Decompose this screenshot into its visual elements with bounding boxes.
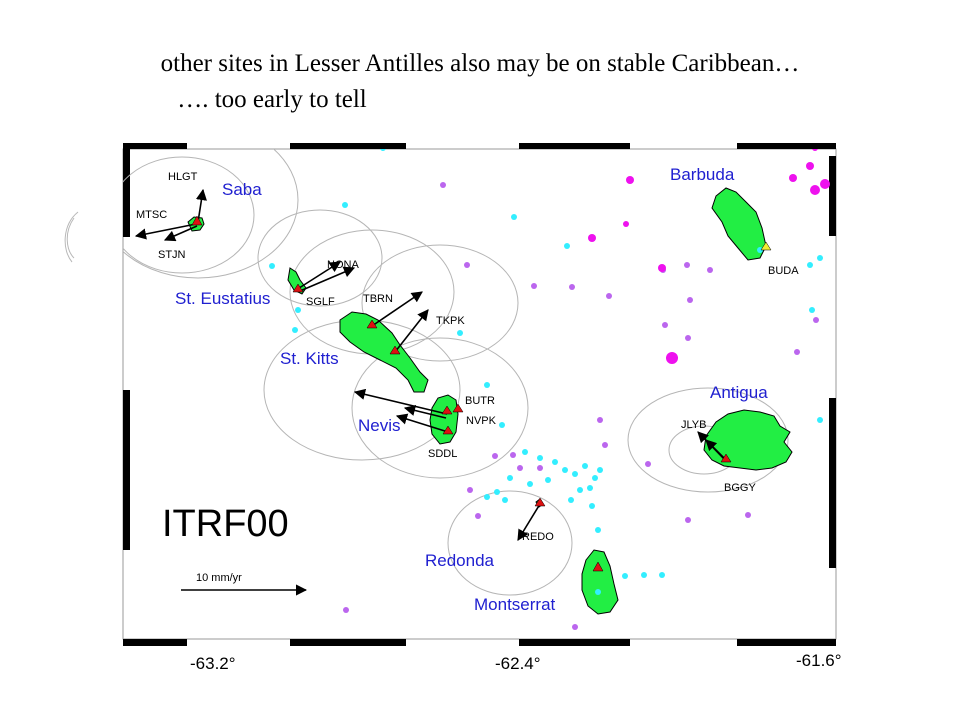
label-saba: Saba — [222, 180, 262, 199]
redo-vector — [517, 503, 541, 541]
scale-label: 10 mm/yr — [196, 572, 242, 584]
slide-title-line-1: other sites in Lesser Antilles also may … — [160, 50, 800, 77]
label-sglf: SGLF — [306, 296, 335, 308]
st-kitts-landmass — [339, 311, 429, 393]
label-stjn: STJN — [158, 249, 186, 261]
reference-frame-label: ITRF00 — [162, 503, 289, 545]
label-nevis: Nevis — [358, 416, 401, 435]
tbrn-vector — [371, 291, 423, 327]
tick-lon-1: -63.2° — [190, 654, 236, 673]
mtsc-vector — [134, 223, 197, 240]
velocity-scale: 10 mm/yr — [181, 572, 308, 596]
tkpk-vector — [394, 309, 429, 353]
redo-site-marker — [534, 497, 546, 507]
island-labels: Saba Barbuda St. Eustatius St. Kitts Nev… — [175, 165, 768, 614]
label-butr: BUTR — [465, 395, 495, 407]
label-tkpk: TKPK — [436, 315, 465, 327]
label-montserrat: Montserrat — [474, 595, 556, 614]
montserrat-site-marker — [592, 561, 604, 572]
hlgt-vector — [195, 188, 207, 223]
velocity-vectors — [134, 188, 726, 541]
label-tbrn: TBRN — [363, 293, 393, 305]
label-sddl: SDDL — [428, 448, 457, 460]
label-antigua: Antigua — [710, 383, 768, 402]
gps-site-markers — [191, 215, 772, 572]
site-labels: HLGT MTSC STJN NONA SGLF TBRN TKPK BUTR … — [136, 171, 799, 543]
sglf-site-marker — [292, 283, 304, 293]
butr-vector — [353, 388, 448, 415]
sddl-site-marker — [442, 425, 454, 435]
seismicity-purple — [343, 182, 819, 630]
label-hlgt: HLGT — [168, 171, 198, 183]
butr-site-marker — [441, 405, 453, 415]
label-redo: REDO — [522, 531, 554, 543]
label-jlyb: JLYB — [681, 419, 706, 431]
sglf-vector — [299, 266, 356, 292]
nvpk-site-marker — [452, 403, 464, 413]
label-st-kitts: St. Kitts — [280, 349, 339, 368]
barbuda-landmass — [711, 187, 767, 261]
sddl-vector — [395, 413, 449, 433]
bggy-site-marker — [720, 453, 732, 463]
longitude-ticks: -63.2° -62.4° -61.6° — [190, 651, 842, 673]
montserrat-landmass — [581, 549, 619, 615]
label-nvpk: NVPK — [466, 415, 497, 427]
left-edge-ellipses — [64, 211, 79, 263]
label-mtsc: MTSC — [136, 209, 167, 221]
label-redonda: Redonda — [425, 551, 495, 570]
st-eustatius-landmass — [287, 267, 307, 295]
buda-site-marker — [760, 241, 772, 251]
label-nona: NONA — [327, 259, 359, 271]
label-st-eustatius: St. Eustatius — [175, 289, 270, 308]
tbrn-site-marker — [366, 319, 378, 329]
error-ellipses — [123, 149, 789, 596]
stjn-vector — [163, 225, 198, 242]
tkpk-site-marker — [389, 345, 401, 355]
label-bggy: BGGY — [724, 482, 756, 494]
nvpk-vector — [403, 404, 447, 419]
map-frame — [122, 143, 837, 646]
saba-site-marker — [191, 215, 203, 226]
slide-title-line-2: …. too early to tell — [177, 86, 367, 113]
label-barbuda: Barbuda — [670, 165, 735, 184]
label-buda: BUDA — [768, 265, 799, 277]
bggy-vector — [705, 439, 725, 459]
nona-vector — [295, 261, 341, 291]
tick-lon-2: -62.4° — [495, 654, 541, 673]
seismicity-magenta — [588, 149, 830, 364]
seismicity-cyan — [269, 149, 823, 595]
tick-lon-3: -61.6° — [796, 651, 842, 670]
